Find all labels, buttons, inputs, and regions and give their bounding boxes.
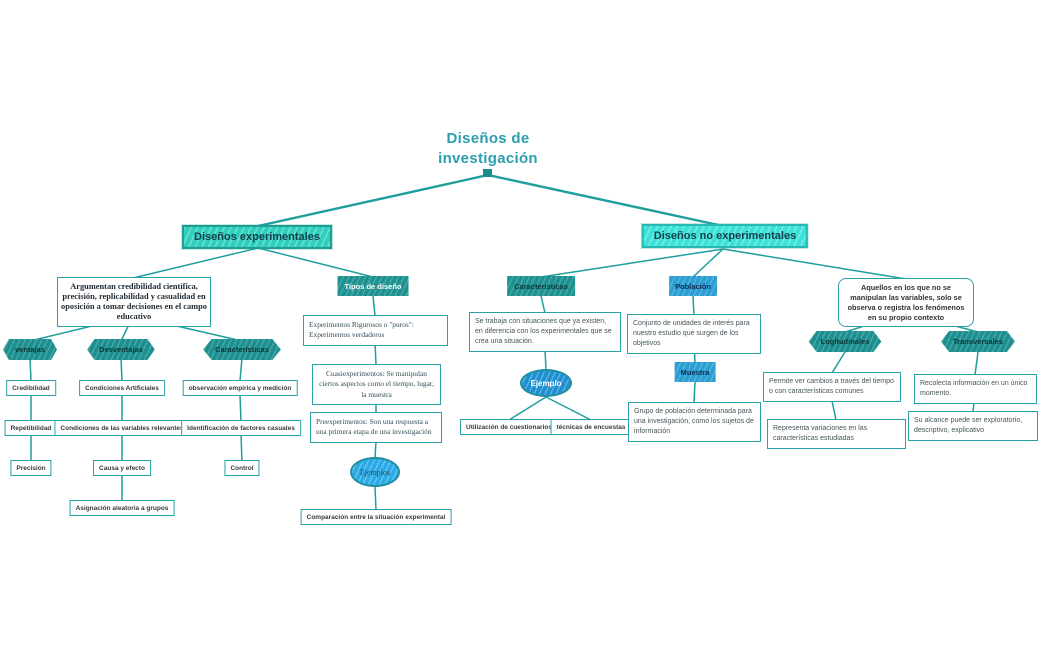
leaf-utilizacion-cuestionarios[interactable]: Utilización de cuestionarios <box>460 419 558 435</box>
ellipse-ejemplos[interactable]: Ejemplos <box>350 457 400 487</box>
box-definicion-noexp[interactable]: Aquellos en los que no se manipulan las … <box>838 278 974 328</box>
leaf-tecnicas-encuestas[interactable]: técnicas de encuestas <box>550 419 632 435</box>
leaf-repetibilidad[interactable]: Repetibilidad <box>4 420 58 436</box>
leaf-credibilidad[interactable]: Credibilidad <box>6 380 56 396</box>
box-preexperimentos[interactable]: Preexperimentos: Son una respuesta a una… <box>310 412 442 443</box>
leaf-identificacion-factores[interactable]: Identificación de factores casuales <box>181 420 301 436</box>
hex-transversales[interactable]: Transversales <box>940 331 1016 352</box>
box-permite-ver-cambios[interactable]: Permite ver cambios a través del tiempo … <box>763 372 901 403</box>
node-muestra[interactable]: Muestra <box>674 362 716 382</box>
leaf-condiciones-artificiales[interactable]: Condiciones Artificiales <box>79 380 165 396</box>
box-cuasiexperimentos[interactable]: Cuasiexperimentos: Se manipulan ciertos … <box>312 364 441 406</box>
map-title[interactable]: Diseños de investigación <box>438 130 538 168</box>
node-tipos-de-diseno[interactable]: Tipos de diseño <box>337 276 409 296</box>
node-caracteristicas-noexp[interactable]: Características <box>507 276 575 296</box>
box-experimentos-rigurosos[interactable]: Experimentos Rigurosos o "puros": Experi… <box>303 315 448 346</box>
box-representa-variaciones[interactable]: Representa variaciones en las caracterís… <box>767 419 906 450</box>
title-anchor-knob <box>483 169 492 177</box>
hex-desventajas[interactable]: Desventajas <box>87 339 155 360</box>
box-grupo-poblacion[interactable]: Grupo de población determinada para una … <box>628 402 761 443</box>
node-poblacion[interactable]: Población <box>669 276 717 296</box>
box-conjunto-unidades[interactable]: Conjunto de unidades de interés para nue… <box>627 314 761 355</box>
ellipse-ejemplo[interactable]: Ejemplo <box>520 369 572 397</box>
box-experimental-summary[interactable]: Argumentan credibilidad científica, prec… <box>57 277 211 327</box>
box-recolecta-informacion[interactable]: Recolecta información en un único moment… <box>914 374 1037 405</box>
leaf-asignacion-aleatoria[interactable]: Asignación aleatoria a grupos <box>69 500 175 516</box>
leaf-causa-efecto[interactable]: Causa y efecto <box>93 460 151 476</box>
hex-ventajas[interactable]: ventajas <box>2 339 58 360</box>
leaf-observacion-empirica[interactable]: observación empírica y medición <box>182 380 298 396</box>
leaf-precision[interactable]: Precisión <box>10 460 52 476</box>
leaf-comparacion-situacion[interactable]: Comparación entre la situación experimen… <box>300 509 452 525</box>
hex-longitudinales[interactable]: Logitudinales <box>808 331 882 352</box>
leaf-condiciones-variables[interactable]: Condiciones de las variables relevantes <box>54 420 190 436</box>
hex-caracteristicas-exp[interactable]: Características <box>203 339 281 360</box>
node-disenos-no-experimentales[interactable]: Diseños no experimentales <box>641 224 809 248</box>
leaf-control[interactable]: Control <box>224 460 260 476</box>
node-disenos-experimentales[interactable]: Diseños experimentales <box>182 225 332 249</box>
box-se-trabaja-situaciones[interactable]: Se trabaja con situaciones que ya existe… <box>469 312 621 353</box>
box-su-alcance[interactable]: Su alcance puede ser exploratorio, descr… <box>908 411 1038 442</box>
